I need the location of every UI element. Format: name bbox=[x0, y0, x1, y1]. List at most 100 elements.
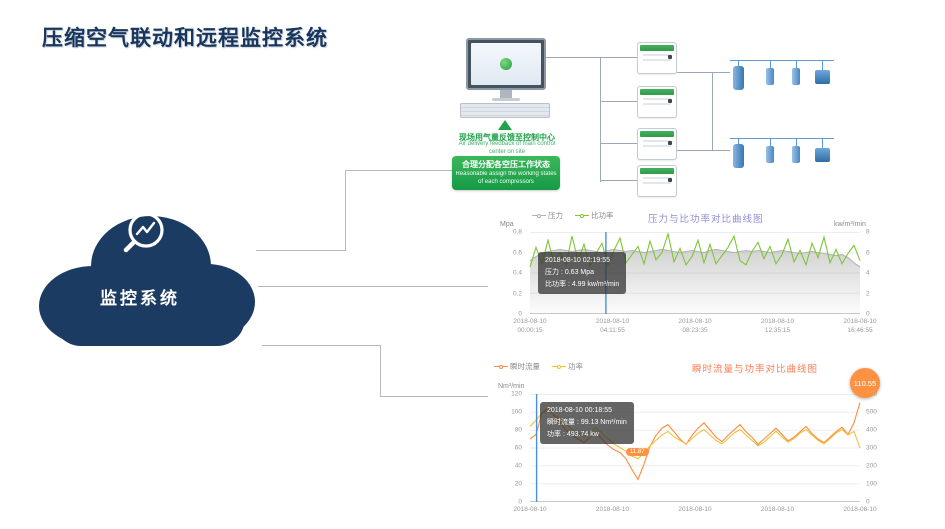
axis-tick-label: 120 bbox=[511, 390, 522, 398]
axis-tick-label: 0 bbox=[866, 498, 870, 506]
pipe bbox=[770, 138, 771, 146]
axis-tick-label: 60 bbox=[514, 444, 522, 452]
air-filter bbox=[792, 146, 800, 163]
compressor-unit bbox=[637, 165, 677, 197]
connector-cloud-to-flow-chart bbox=[380, 396, 490, 397]
screen-logo-icon bbox=[500, 58, 512, 70]
axis-tick-label: 0 bbox=[866, 310, 870, 318]
axis-tick-label: 0 bbox=[518, 310, 522, 318]
monitor-stand bbox=[500, 90, 512, 99]
compressor-unit bbox=[637, 42, 677, 74]
tooltip-time: 2018-08-10 02:19:55 bbox=[545, 257, 610, 264]
axis-tick-label: 6 bbox=[866, 249, 870, 256]
legend-marker-icon bbox=[575, 213, 589, 218]
axis-tick-label: 80 bbox=[514, 426, 522, 434]
axis-tick-label: 0.2 bbox=[512, 290, 522, 297]
x-axis-labels: 2018-08-10 2018-08-10 2018-08-10 2018-08-10… bbox=[513, 506, 876, 518]
y-axis-label-left: Nm³/min bbox=[498, 383, 525, 390]
chart-tooltip: 2018-08-10 00:18:55 瞬时流量 : 99.13 Nm³/min… bbox=[540, 402, 634, 444]
compressor-unit bbox=[637, 86, 677, 118]
network-line bbox=[677, 150, 730, 151]
network-line bbox=[546, 57, 600, 58]
axis-tick-label: 100 bbox=[511, 408, 522, 416]
connector-cloud-to-pressure-chart bbox=[258, 286, 490, 287]
connector-cloud-to-topology bbox=[256, 250, 346, 251]
axis-tick-label: 4 bbox=[866, 269, 870, 277]
cloud-shape bbox=[39, 216, 255, 346]
axis-tick-label: 200 bbox=[866, 462, 877, 470]
x-axis-label: 2018-08-10 bbox=[760, 506, 795, 513]
axis-tick-label: 8 bbox=[866, 228, 870, 236]
network-line bbox=[600, 101, 637, 102]
legend-marker-icon bbox=[552, 364, 566, 369]
legend-item: 瞬时流量 bbox=[494, 361, 540, 372]
air-filter bbox=[766, 146, 774, 163]
air-treatment-row bbox=[730, 132, 838, 172]
x-axis-label: 2018-08-10 bbox=[843, 506, 877, 513]
y-axis-label-left: Mpa bbox=[500, 221, 514, 228]
connector-cloud-to-flow-chart bbox=[380, 345, 381, 397]
pipe bbox=[796, 138, 797, 146]
air-tank bbox=[733, 144, 744, 168]
legend-item: 压力 bbox=[532, 210, 563, 221]
pipe bbox=[738, 138, 739, 144]
pipe bbox=[738, 60, 739, 66]
axis-tick-label: 0.8 bbox=[512, 228, 522, 236]
page-title: 压缩空气联动和远程监控系统 bbox=[42, 27, 328, 50]
legend-item: 比功率 bbox=[575, 210, 614, 221]
axis-tick-label: 0.4 bbox=[512, 269, 522, 277]
monitor-screen bbox=[471, 43, 541, 85]
legend-label: 比功率 bbox=[591, 211, 614, 220]
network-line bbox=[600, 57, 601, 182]
legend-marker-icon bbox=[494, 364, 508, 369]
air-dryer bbox=[815, 148, 830, 162]
assign-label-en: Reasonable assign the working states of … bbox=[455, 171, 557, 185]
chart-tooltip: 2018-08-10 02:19:55 压力 : 0.63 Mpa 比功率 : … bbox=[538, 252, 627, 294]
chart-title: 瞬时流量与功率对比曲线图 bbox=[692, 364, 819, 375]
pipe bbox=[822, 138, 823, 148]
feedback-label-cn: 现场用气量反馈至控制中心 bbox=[459, 133, 555, 142]
compressor-unit bbox=[637, 128, 677, 160]
axis-tick-label: 40 bbox=[514, 462, 522, 470]
network-line bbox=[600, 180, 637, 181]
x-axis-label: 2018-08-10 bbox=[678, 506, 712, 513]
pipe bbox=[796, 60, 797, 68]
connector-cloud-to-topology bbox=[345, 170, 346, 251]
legend-label: 功率 bbox=[568, 362, 583, 371]
connector-cloud-to-flow-chart bbox=[262, 345, 381, 346]
chart-legend: 压力 比功率 bbox=[532, 210, 614, 221]
chart-legend: 瞬时流量 功率 bbox=[494, 361, 583, 372]
keyboard bbox=[460, 103, 550, 118]
tooltip-time: 2018-08-10 00:18:55 bbox=[547, 407, 612, 414]
network-line bbox=[600, 143, 637, 144]
tooltip-line: 压力 : 0.63 Mpa bbox=[545, 268, 595, 276]
axis-tick-label: 400 bbox=[866, 426, 877, 434]
monitor-base bbox=[492, 98, 520, 101]
air-tank bbox=[733, 66, 744, 90]
axis-tick-label: 0.6 bbox=[512, 249, 522, 256]
y-axis-ticks-left: 0.8 0.6 0.4 0.2 0 bbox=[488, 228, 526, 318]
feedback-up-arrow-icon bbox=[498, 120, 512, 130]
legend-item: 功率 bbox=[552, 361, 583, 372]
chart-title: 压力与比功率对比曲线图 bbox=[648, 214, 764, 225]
system-topology: 现场用气量反馈至控制中心 Air delivery feedback of ma… bbox=[452, 28, 857, 208]
air-dryer bbox=[815, 70, 830, 84]
legend-label: 瞬时流量 bbox=[510, 362, 540, 371]
network-line bbox=[677, 72, 730, 73]
pipe bbox=[730, 60, 834, 61]
air-filter bbox=[766, 68, 774, 85]
axis-tick-label: 100 bbox=[866, 480, 877, 488]
x-axis-label: 2018-08-10 bbox=[595, 506, 630, 513]
air-treatment-row bbox=[730, 54, 838, 94]
axis-tick-label: 300 bbox=[866, 444, 877, 452]
assign-box: 合理分配各空压工作状态 Reasonable assign the workin… bbox=[452, 156, 560, 190]
network-line bbox=[600, 57, 637, 58]
